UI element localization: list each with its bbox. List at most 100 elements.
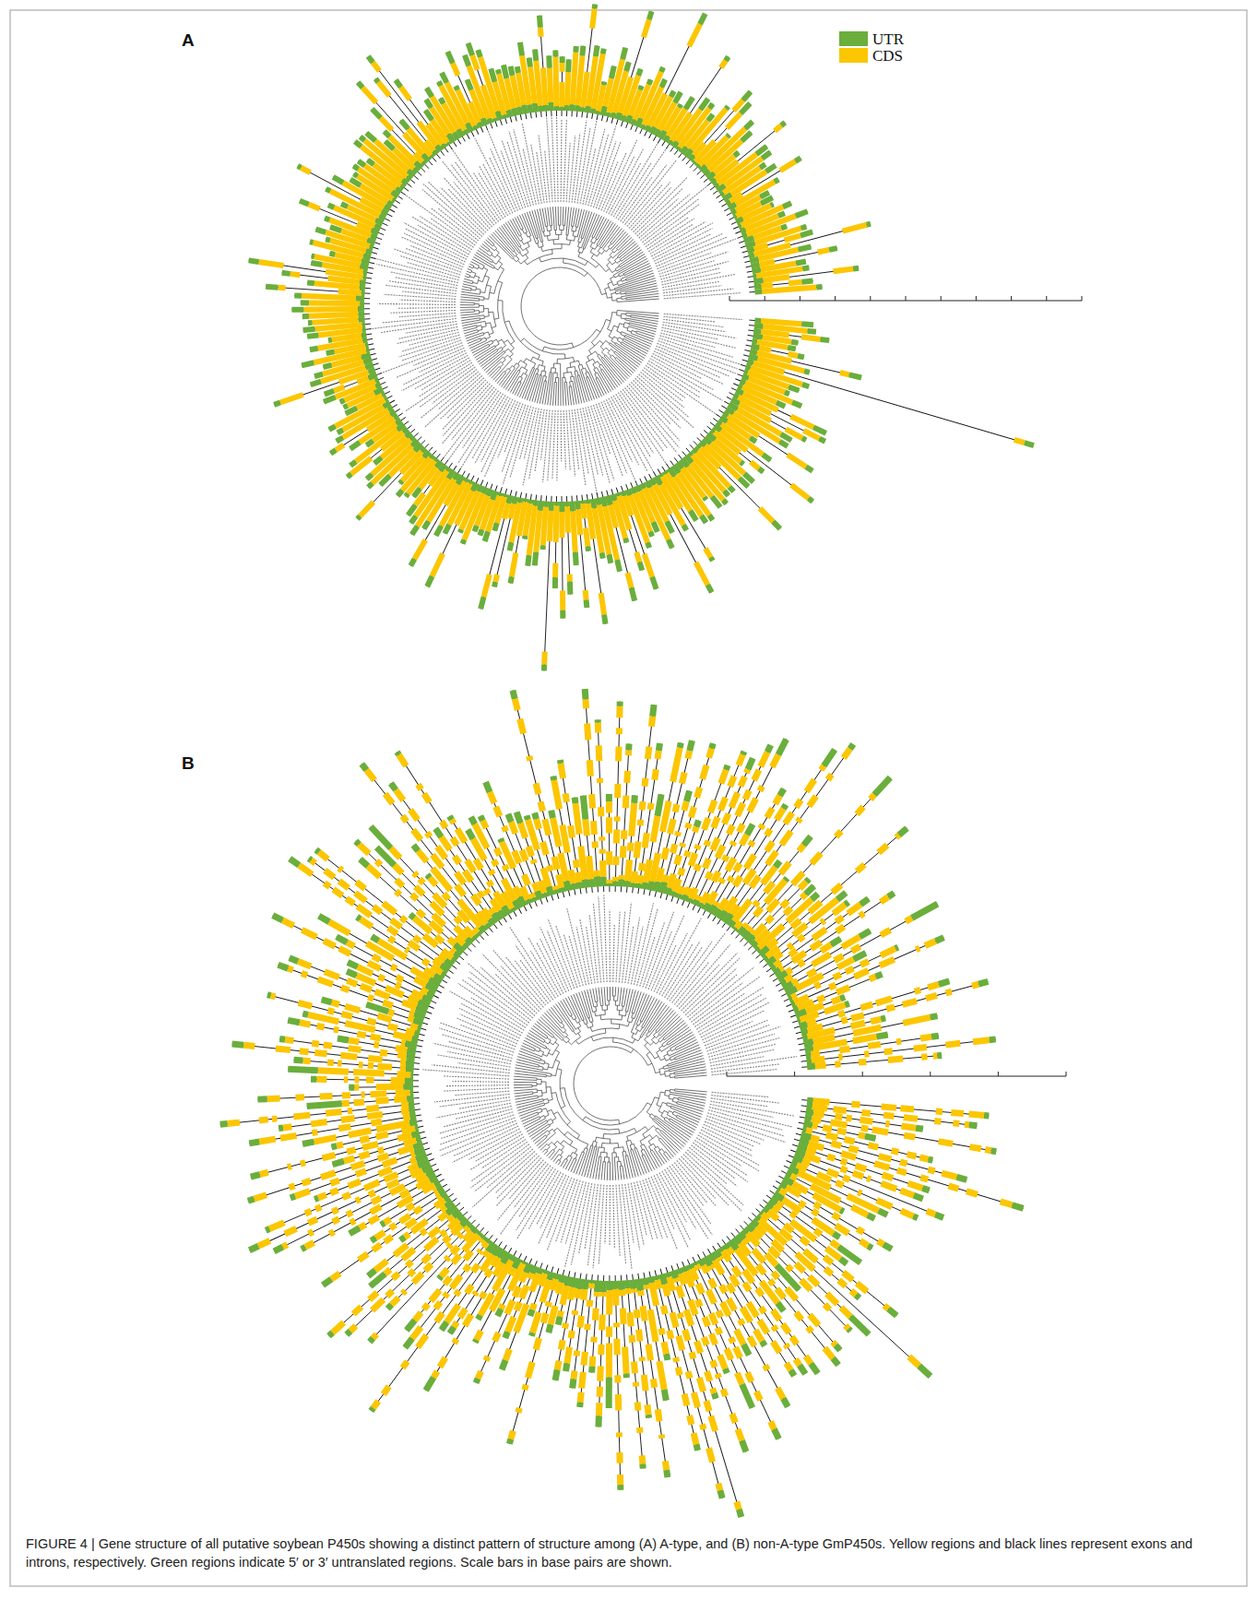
exon-block xyxy=(277,284,286,292)
tree-branch xyxy=(524,367,528,374)
gene-id-mark xyxy=(481,399,513,463)
tree-branch xyxy=(628,1139,632,1145)
utr-block xyxy=(359,300,365,307)
utr-block xyxy=(606,554,615,564)
utr-block xyxy=(532,552,539,567)
utr-block xyxy=(357,316,365,322)
tree-branch xyxy=(652,1063,661,1074)
utr-block xyxy=(574,500,582,510)
utr-block xyxy=(547,102,554,112)
utr-block xyxy=(794,208,809,219)
gene-id-mark xyxy=(472,396,508,459)
gene-id-mark xyxy=(477,172,506,218)
gene-id-mark xyxy=(479,166,509,216)
tree-branch xyxy=(572,231,576,238)
utr-block xyxy=(543,105,549,112)
tree-branch xyxy=(616,312,622,316)
circular-tree xyxy=(219,688,1067,1518)
tree-branch xyxy=(474,275,480,281)
tree-branch xyxy=(467,338,482,344)
utr-block xyxy=(545,55,553,69)
utr-block xyxy=(649,576,659,591)
gene-id-mark xyxy=(660,332,715,348)
tree-branch xyxy=(660,1071,666,1075)
exon-block xyxy=(450,61,461,77)
tree-branch xyxy=(557,377,559,405)
tree-branch xyxy=(484,292,490,299)
tree-branch xyxy=(518,360,524,365)
tree-branch xyxy=(658,1106,663,1114)
tree-branch xyxy=(592,239,596,244)
utr-block xyxy=(532,48,539,61)
exon-block xyxy=(429,552,446,578)
tree-branch xyxy=(523,362,527,368)
utr-block xyxy=(569,104,575,112)
tree-branch xyxy=(498,281,503,301)
gene-id-mark xyxy=(401,334,460,352)
tree-branch xyxy=(521,229,526,235)
exon-block xyxy=(686,23,702,48)
tree-branch xyxy=(589,358,595,363)
tree-branch xyxy=(480,337,486,340)
tree-branch xyxy=(558,229,562,235)
tree-branch xyxy=(565,356,575,362)
tree-branch xyxy=(486,334,491,340)
tree-branch xyxy=(592,245,598,250)
tree-branch xyxy=(646,1104,652,1115)
utr-block xyxy=(308,320,313,326)
tree-branch xyxy=(604,248,610,252)
utr-block xyxy=(465,42,475,57)
tree-branch xyxy=(476,325,483,328)
gene-id-mark xyxy=(509,406,532,479)
tree-branch xyxy=(616,298,660,302)
tree-branch xyxy=(615,280,656,293)
tree-branch xyxy=(606,261,611,269)
tree-branch xyxy=(668,1096,674,1101)
utr-block xyxy=(300,299,309,306)
tree-branch xyxy=(461,291,481,295)
gene-id-mark xyxy=(613,143,658,217)
tree-branch xyxy=(609,349,616,353)
utr-block xyxy=(754,283,762,290)
exon-block xyxy=(308,299,360,307)
tree-branch xyxy=(520,246,526,250)
tree-branch xyxy=(582,1120,620,1134)
tree-branch xyxy=(525,232,530,238)
tree-branch xyxy=(560,1108,570,1126)
gene-id-mark xyxy=(557,410,558,481)
gene-id-mark xyxy=(659,338,742,366)
tree-branch xyxy=(493,245,498,250)
tree-branch xyxy=(479,316,485,319)
tree-branch xyxy=(664,1074,670,1078)
tree-branch xyxy=(621,279,627,282)
exon-block xyxy=(598,592,607,617)
tree-branch xyxy=(542,366,546,372)
tree-branch xyxy=(520,252,526,257)
tree-branch xyxy=(567,371,572,377)
tree-branch xyxy=(604,347,610,351)
gene-id-mark xyxy=(395,347,464,378)
tree-branch xyxy=(524,368,538,400)
tree-branch xyxy=(608,286,615,291)
tree-branch xyxy=(551,1092,561,1109)
utr-block xyxy=(308,345,319,353)
utr-block xyxy=(806,328,817,335)
tree-branch xyxy=(471,272,476,276)
tree-branch xyxy=(519,367,525,371)
exon-block xyxy=(558,82,565,107)
gene-id-mark xyxy=(442,383,490,436)
utr-block xyxy=(697,12,708,26)
tree-branch xyxy=(536,237,539,243)
exon-block xyxy=(289,271,300,278)
tree-branch xyxy=(616,310,660,314)
gene-id-mark xyxy=(655,345,729,377)
exon-block xyxy=(817,247,831,255)
tree-branch xyxy=(544,370,546,376)
utr-block xyxy=(433,524,444,537)
exon-block xyxy=(582,590,590,601)
exon-block xyxy=(832,266,854,275)
tree-branch xyxy=(594,1137,604,1142)
tree-branch xyxy=(553,367,556,373)
tree-branch xyxy=(474,310,479,313)
exon-block xyxy=(509,552,520,578)
